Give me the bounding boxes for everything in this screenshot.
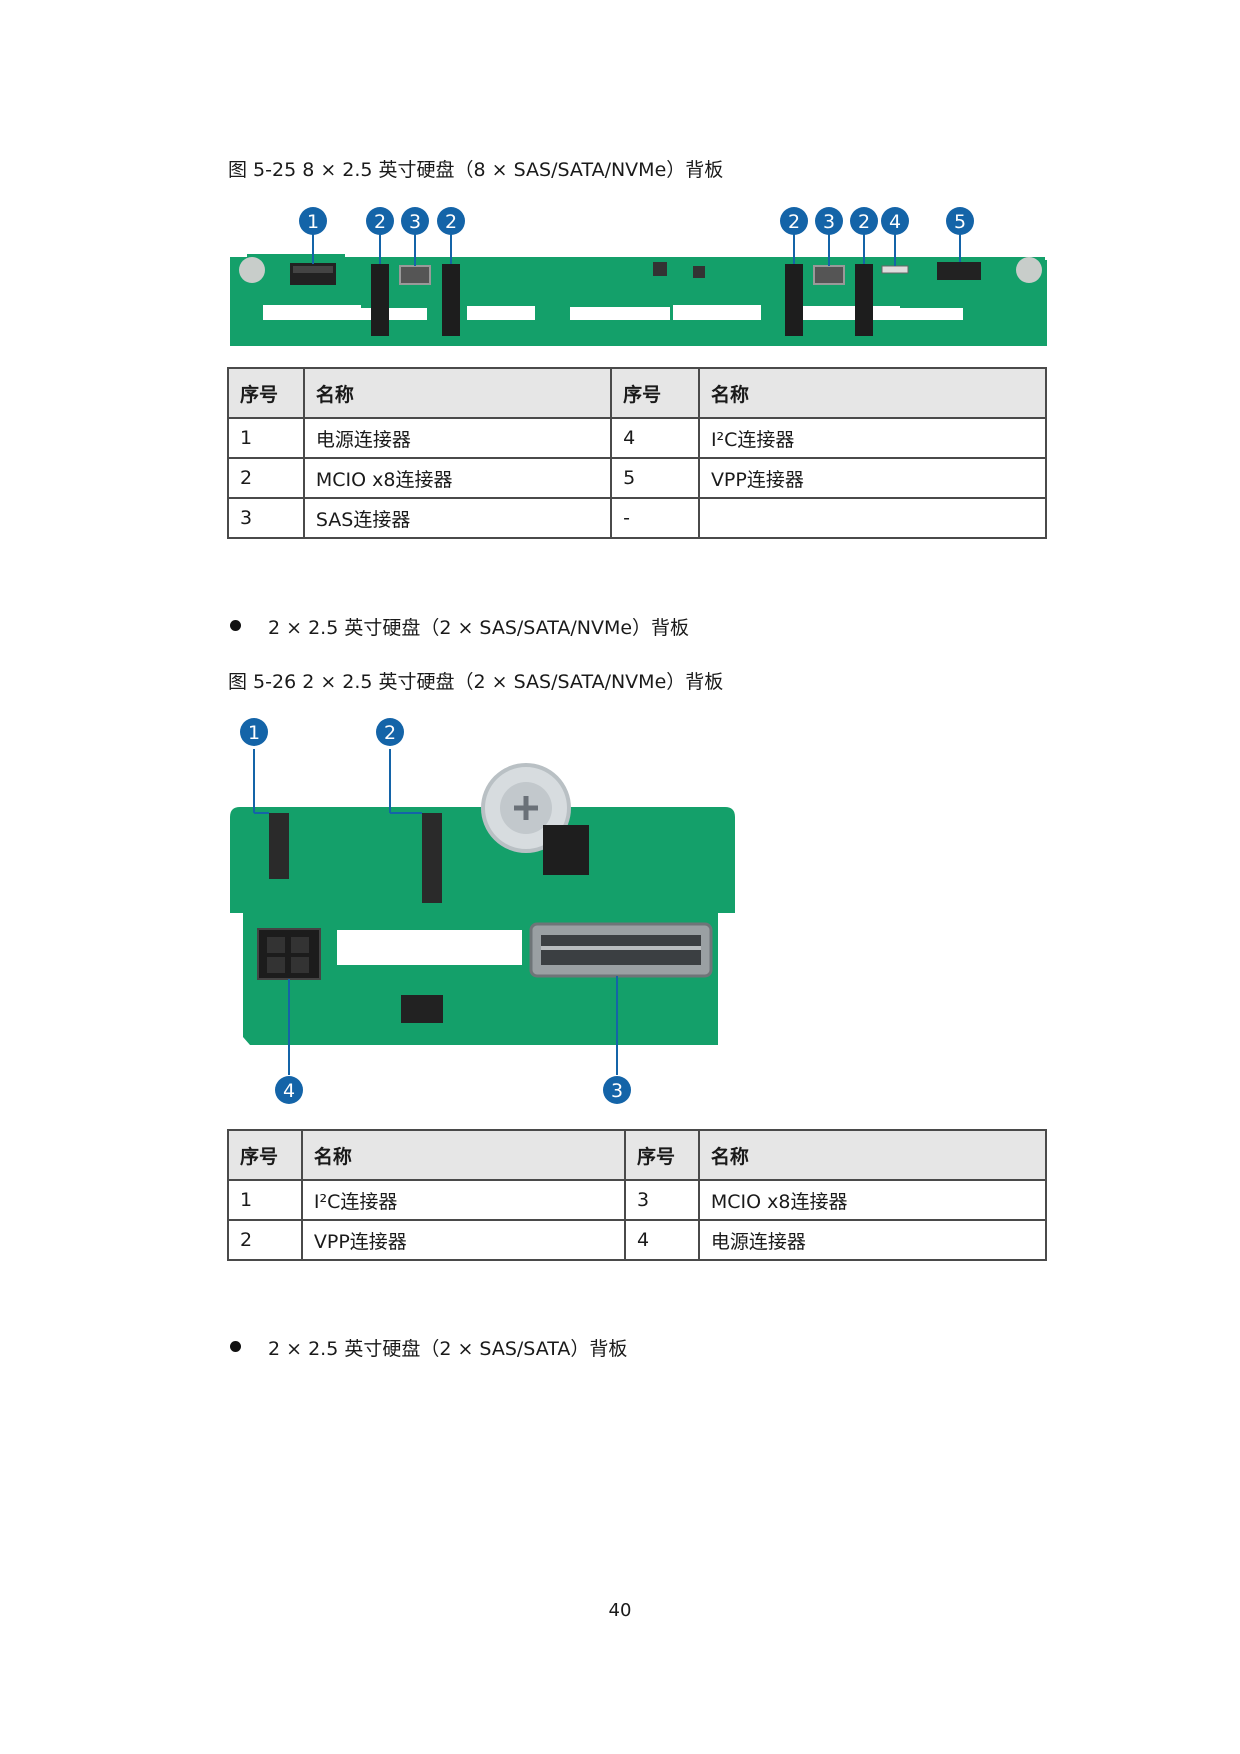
backplane-2-drive-figure: 1 2 4 3 bbox=[230, 718, 735, 1104]
header-index: 序号 bbox=[227, 1129, 303, 1181]
callout-2: 2 bbox=[780, 207, 808, 235]
figure-caption-5-26: 图 5-26 2 × 2.5 英寸硬盘（2 × SAS/SATA/NVMe）背板 bbox=[228, 671, 724, 693]
chip bbox=[693, 266, 705, 278]
table-row: 2 MCIO x8连接器 5 VPP连接器 bbox=[227, 457, 1048, 499]
mcio-connector bbox=[371, 264, 389, 336]
header-name: 名称 bbox=[697, 1129, 1048, 1181]
chip bbox=[543, 825, 589, 875]
connector-table-5-25: 序号 名称 序号 名称 1 电源连接器 4 I²C连接器 2 MCIO x8连接… bbox=[227, 367, 1048, 539]
pcb-cutout bbox=[800, 306, 900, 320]
mcio-connector bbox=[442, 264, 460, 336]
table-row: 1 电源连接器 4 I²C连接器 bbox=[227, 417, 1048, 459]
table-header-row: 序号 名称 序号 名称 bbox=[227, 367, 1048, 419]
mcio-connector bbox=[855, 264, 873, 336]
mcio-connector bbox=[785, 264, 803, 336]
header-name: 名称 bbox=[697, 367, 1048, 419]
table-header-row: 序号 名称 序号 名称 bbox=[227, 1129, 1048, 1181]
pcb-cutout bbox=[883, 308, 963, 320]
pcb-cutout bbox=[337, 930, 522, 965]
svg-text:3: 3 bbox=[409, 211, 421, 233]
table-row: 2 VPP连接器 4 电源连接器 bbox=[227, 1219, 1048, 1261]
mounting-hole bbox=[239, 257, 265, 283]
svg-text:2: 2 bbox=[788, 211, 800, 233]
sas-connector bbox=[399, 265, 431, 285]
bullet-dot bbox=[230, 1341, 241, 1352]
table-row: 1 I²C连接器 3 MCIO x8连接器 bbox=[227, 1179, 1048, 1221]
callout-4: 4 bbox=[881, 207, 909, 235]
page-number: 40 bbox=[608, 1600, 632, 1621]
header-index: 序号 bbox=[227, 367, 305, 419]
vpp-connector bbox=[937, 262, 981, 280]
pcb-cutout bbox=[673, 305, 761, 320]
sas-connector bbox=[813, 265, 845, 285]
svg-text:1: 1 bbox=[248, 722, 260, 744]
connector-table-5-26: 序号 名称 序号 名称 1 I²C连接器 3 MCIO x8连接器 2 VPP连… bbox=[227, 1129, 1048, 1261]
svg-text:1: 1 bbox=[307, 211, 319, 233]
table-row: 3 SAS连接器 - bbox=[227, 497, 1048, 539]
pcb-board bbox=[230, 254, 1047, 346]
header-name: 名称 bbox=[302, 367, 613, 419]
svg-text:3: 3 bbox=[611, 1080, 623, 1102]
svg-text:5: 5 bbox=[954, 211, 966, 233]
callout-2: 2 bbox=[437, 207, 465, 235]
i2c-connector bbox=[881, 265, 909, 274]
header-index: 序号 bbox=[610, 367, 700, 419]
pcb-cutout bbox=[570, 307, 670, 320]
bullet-item: 2 × 2.5 英寸硬盘（2 × SAS/SATA）背板 bbox=[268, 1338, 628, 1360]
callout-5: 5 bbox=[946, 207, 974, 235]
pcb-cutout bbox=[357, 308, 427, 320]
callout-1: 1 bbox=[299, 207, 327, 235]
svg-text:3: 3 bbox=[823, 211, 835, 233]
callout-3: 3 bbox=[815, 207, 843, 235]
svg-text:2: 2 bbox=[374, 211, 386, 233]
pcb-cutout bbox=[467, 306, 535, 320]
svg-text:2: 2 bbox=[858, 211, 870, 233]
callout-3: 3 bbox=[401, 207, 429, 235]
callout-4: 4 bbox=[275, 1076, 303, 1104]
header-name: 名称 bbox=[300, 1129, 627, 1181]
vpp-connector bbox=[422, 813, 442, 903]
callout-2: 2 bbox=[850, 207, 878, 235]
callout-2: 2 bbox=[376, 718, 404, 746]
svg-text:2: 2 bbox=[445, 211, 457, 233]
callout-1: 1 bbox=[240, 718, 268, 746]
pcb-cutout bbox=[263, 305, 361, 320]
svg-text:4: 4 bbox=[889, 211, 901, 233]
backplane-8-drive-figure: 1 2 3 2 2 3 2 4 5 bbox=[230, 207, 1047, 346]
svg-text:4: 4 bbox=[283, 1080, 295, 1102]
header-index: 序号 bbox=[624, 1129, 700, 1181]
i2c-connector bbox=[269, 813, 289, 879]
mounting-hole bbox=[1016, 257, 1042, 283]
chip bbox=[653, 262, 667, 276]
chip bbox=[401, 995, 443, 1023]
bullet-dot bbox=[230, 620, 241, 631]
pcb-board bbox=[230, 807, 735, 1045]
callout-3: 3 bbox=[603, 1076, 631, 1104]
svg-text:2: 2 bbox=[384, 722, 396, 744]
figure-caption-5-25: 图 5-25 8 × 2.5 英寸硬盘（8 × SAS/SATA/NVMe）背板 bbox=[228, 159, 724, 181]
bullet-item: 2 × 2.5 英寸硬盘（2 × SAS/SATA/NVMe）背板 bbox=[268, 617, 690, 639]
callout-2: 2 bbox=[366, 207, 394, 235]
